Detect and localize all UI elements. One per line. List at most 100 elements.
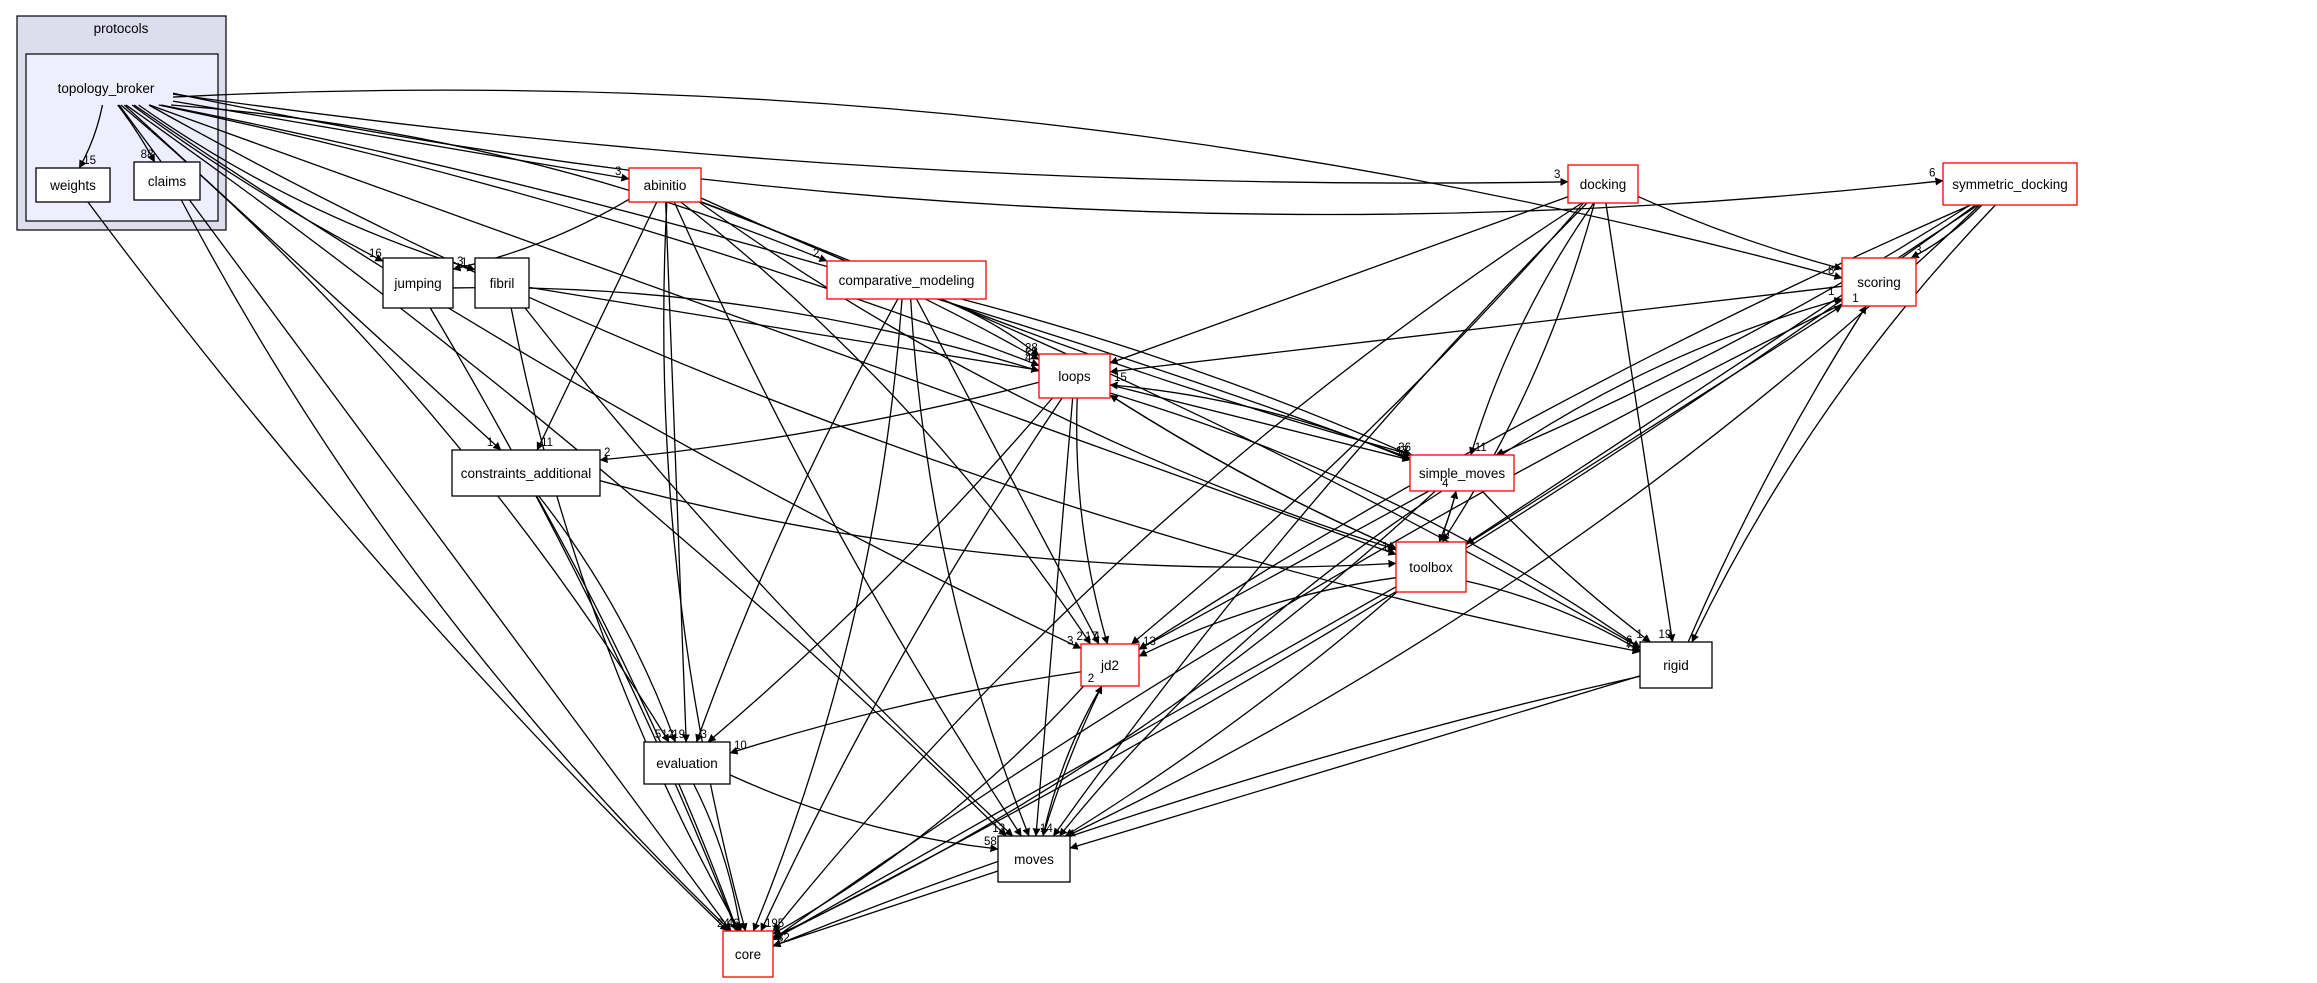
edge-topology_broker-to-abinitio[interactable]: [172, 100, 630, 182]
node-abinitio-box[interactable]: [628, 167, 702, 203]
edge-abinitio-to-core[interactable]: [663, 201, 748, 932]
edge-rigid-to-core[interactable]: [772, 675, 1641, 948]
cluster-protocols-label[interactable]: protocols: [94, 21, 149, 36]
edge-topology_broker-to-jumping[interactable]: [131, 104, 384, 262]
edge-topology_broker-to-weights[interactable]: [78, 104, 104, 169]
edge-simple_moves-to-loops[interactable]: [1109, 381, 1411, 461]
edge-loops-to-evaluation[interactable]: [707, 397, 1053, 743]
node-scoring[interactable]: scoring: [1841, 257, 1917, 307]
node-claims[interactable]: claims: [133, 161, 201, 201]
node-toolbox[interactable]: toolbox: [1395, 541, 1467, 593]
edge-comparative_modeling-to-loops[interactable]: [939, 298, 1040, 357]
node-toolbox-box[interactable]: [1395, 541, 1467, 593]
edge-topology_broker-to-core[interactable]: [118, 104, 732, 932]
edge-docking-to-simple_moves[interactable]: [1469, 202, 1595, 456]
edge-symmetric_docking-to-simple_moves[interactable]: [1495, 204, 1971, 456]
edge-toolbox-to-core[interactable]: [772, 586, 1397, 941]
node-symmetric-docking-box[interactable]: [1942, 162, 2078, 206]
edge-rigid-to-moves[interactable]: [1069, 675, 1641, 850]
edge-comparative_modeling-to-moves[interactable]: [910, 298, 1030, 837]
edge-topology_broker-to-toolbox[interactable]: [149, 104, 1397, 556]
edge-simple_moves-to-moves[interactable]: [1058, 490, 1443, 837]
edge-claims-to-core[interactable]: [180, 199, 732, 932]
edge-jd2-to-moves[interactable]: [1040, 685, 1103, 837]
node-rigid[interactable]: rigid: [1639, 641, 1713, 689]
node-simple-moves-box[interactable]: [1409, 454, 1515, 492]
node-loops[interactable]: loops: [1038, 353, 1111, 399]
edge-topology_broker-to-jd2[interactable]: [133, 104, 1082, 649]
node-jd2-box[interactable]: [1080, 643, 1140, 687]
edge-abinitio-to-evaluation[interactable]: [664, 201, 690, 743]
edge-topology_broker-to-comparative_modeling[interactable]: [170, 104, 828, 262]
node-claims-box[interactable]: [133, 161, 201, 201]
node-core[interactable]: core: [722, 930, 774, 978]
edge-abinitio-to-toolbox[interactable]: [698, 201, 1397, 552]
edge-docking-to-core[interactable]: [772, 202, 1583, 932]
edge-symmetric_docking-to-toolbox[interactable]: [1465, 204, 1979, 545]
node-comparative-modeling-box[interactable]: [826, 260, 987, 300]
node-jd2[interactable]: jd2: [1080, 643, 1140, 687]
edge-constraints_additional-to-evaluation[interactable]: [538, 495, 677, 743]
edge-fibril-to-core[interactable]: [510, 307, 741, 932]
edge-comparative_modeling-to-evaluation[interactable]: [695, 298, 899, 743]
edge-loops-to-toolbox[interactable]: [1109, 394, 1397, 549]
edge-comparative_modeling-to-jd2[interactable]: [915, 298, 1100, 645]
edge-simple_moves-to-jd2[interactable]: [1138, 490, 1430, 650]
edge-docking-to-loops[interactable]: [1109, 196, 1569, 365]
node-fibril-box[interactable]: [474, 257, 530, 309]
edge-loops-to-moves[interactable]: [1032, 397, 1074, 837]
edge-jumping-to-loops[interactable]: [452, 287, 1040, 373]
edge-abinitio-to-moves[interactable]: [673, 201, 1022, 837]
edge-abinitio-to-rigid[interactable]: [700, 201, 1641, 649]
edge-docking-to-moves[interactable]: [1052, 202, 1588, 837]
node-docking[interactable]: docking: [1567, 164, 1639, 204]
node-rigid-box[interactable]: [1639, 641, 1713, 689]
node-scoring-box[interactable]: [1841, 257, 1917, 307]
edge-loops-to-core[interactable]: [760, 397, 1063, 932]
edge-topology_broker-to-scoring[interactable]: [172, 89, 1843, 280]
edge-moves-to-core[interactable]: [772, 870, 999, 948]
edge-simple_moves-to-scoring[interactable]: [1500, 297, 1843, 456]
node-core-box[interactable]: [722, 930, 774, 978]
cluster-topology-broker-label[interactable]: topology_broker: [58, 81, 155, 96]
node-comparative-modeling[interactable]: comparative_modeling: [826, 260, 987, 300]
edge-jumping-to-core[interactable]: [429, 307, 738, 932]
edge-jd2-to-evaluation[interactable]: [729, 671, 1082, 755]
edge-evaluation-to-core[interactable]: [693, 783, 744, 932]
edge-toolbox-to-scoring[interactable]: [1465, 304, 1843, 546]
edge-toolbox-to-moves[interactable]: [1064, 591, 1398, 837]
edge-abinitio-to-simple_moves[interactable]: [700, 197, 1413, 457]
edge-topology_broker-to-symmetric_docking[interactable]: [172, 92, 1944, 216]
node-weights-box[interactable]: [35, 167, 111, 203]
edge-topology_broker-to-loops[interactable]: [158, 104, 1040, 367]
node-abinitio[interactable]: abinitio: [628, 167, 702, 203]
edge-scoring-to-core[interactable]: [772, 303, 1843, 940]
edge-weights-to-core[interactable]: [87, 201, 729, 932]
node-fibril[interactable]: fibril: [474, 257, 530, 309]
edge-toolbox-to-jd2[interactable]: [1138, 577, 1397, 657]
node-jumping[interactable]: jumping: [382, 257, 454, 309]
node-evaluation-box[interactable]: [643, 741, 731, 785]
edge-symmetric_docking-to-rigid[interactable]: [1691, 204, 1996, 643]
edge-toolbox-to-loops[interactable]: [1109, 394, 1397, 549]
edge-topology_broker-to-rigid[interactable]: [148, 104, 1641, 655]
node-simple-moves[interactable]: simple_moves: [1409, 454, 1515, 492]
edge-topology_broker-to-docking[interactable]: [172, 93, 1569, 186]
edge-constraints_additional-to-core[interactable]: [536, 495, 739, 932]
edge-fibril-to-moves[interactable]: [524, 307, 1014, 837]
edge-comparative_modeling-to-core[interactable]: [752, 298, 903, 932]
node-docking-box[interactable]: [1567, 164, 1639, 204]
edge-docking-to-rigid[interactable]: [1605, 202, 1676, 643]
edge-symmetric_docking-to-core[interactable]: [772, 204, 1976, 940]
node-jumping-box[interactable]: [382, 257, 454, 309]
edge-fibril-to-loops[interactable]: [528, 286, 1040, 373]
node-loops-box[interactable]: [1038, 353, 1111, 399]
node-constraints-additional-box[interactable]: [451, 449, 601, 497]
node-moves[interactable]: moves: [997, 835, 1071, 883]
edge-simple_moves-to-rigid[interactable]: [1481, 490, 1651, 643]
edge-topology_broker-to-fibril[interactable]: [138, 104, 476, 272]
edge-loops-to-jd2[interactable]: [1076, 397, 1110, 645]
edge-simple_moves-to-core[interactable]: [772, 490, 1436, 938]
edge-scoring-to-loops[interactable]: [1109, 285, 1843, 375]
edge-toolbox-to-simple_moves[interactable]: [1438, 490, 1459, 543]
